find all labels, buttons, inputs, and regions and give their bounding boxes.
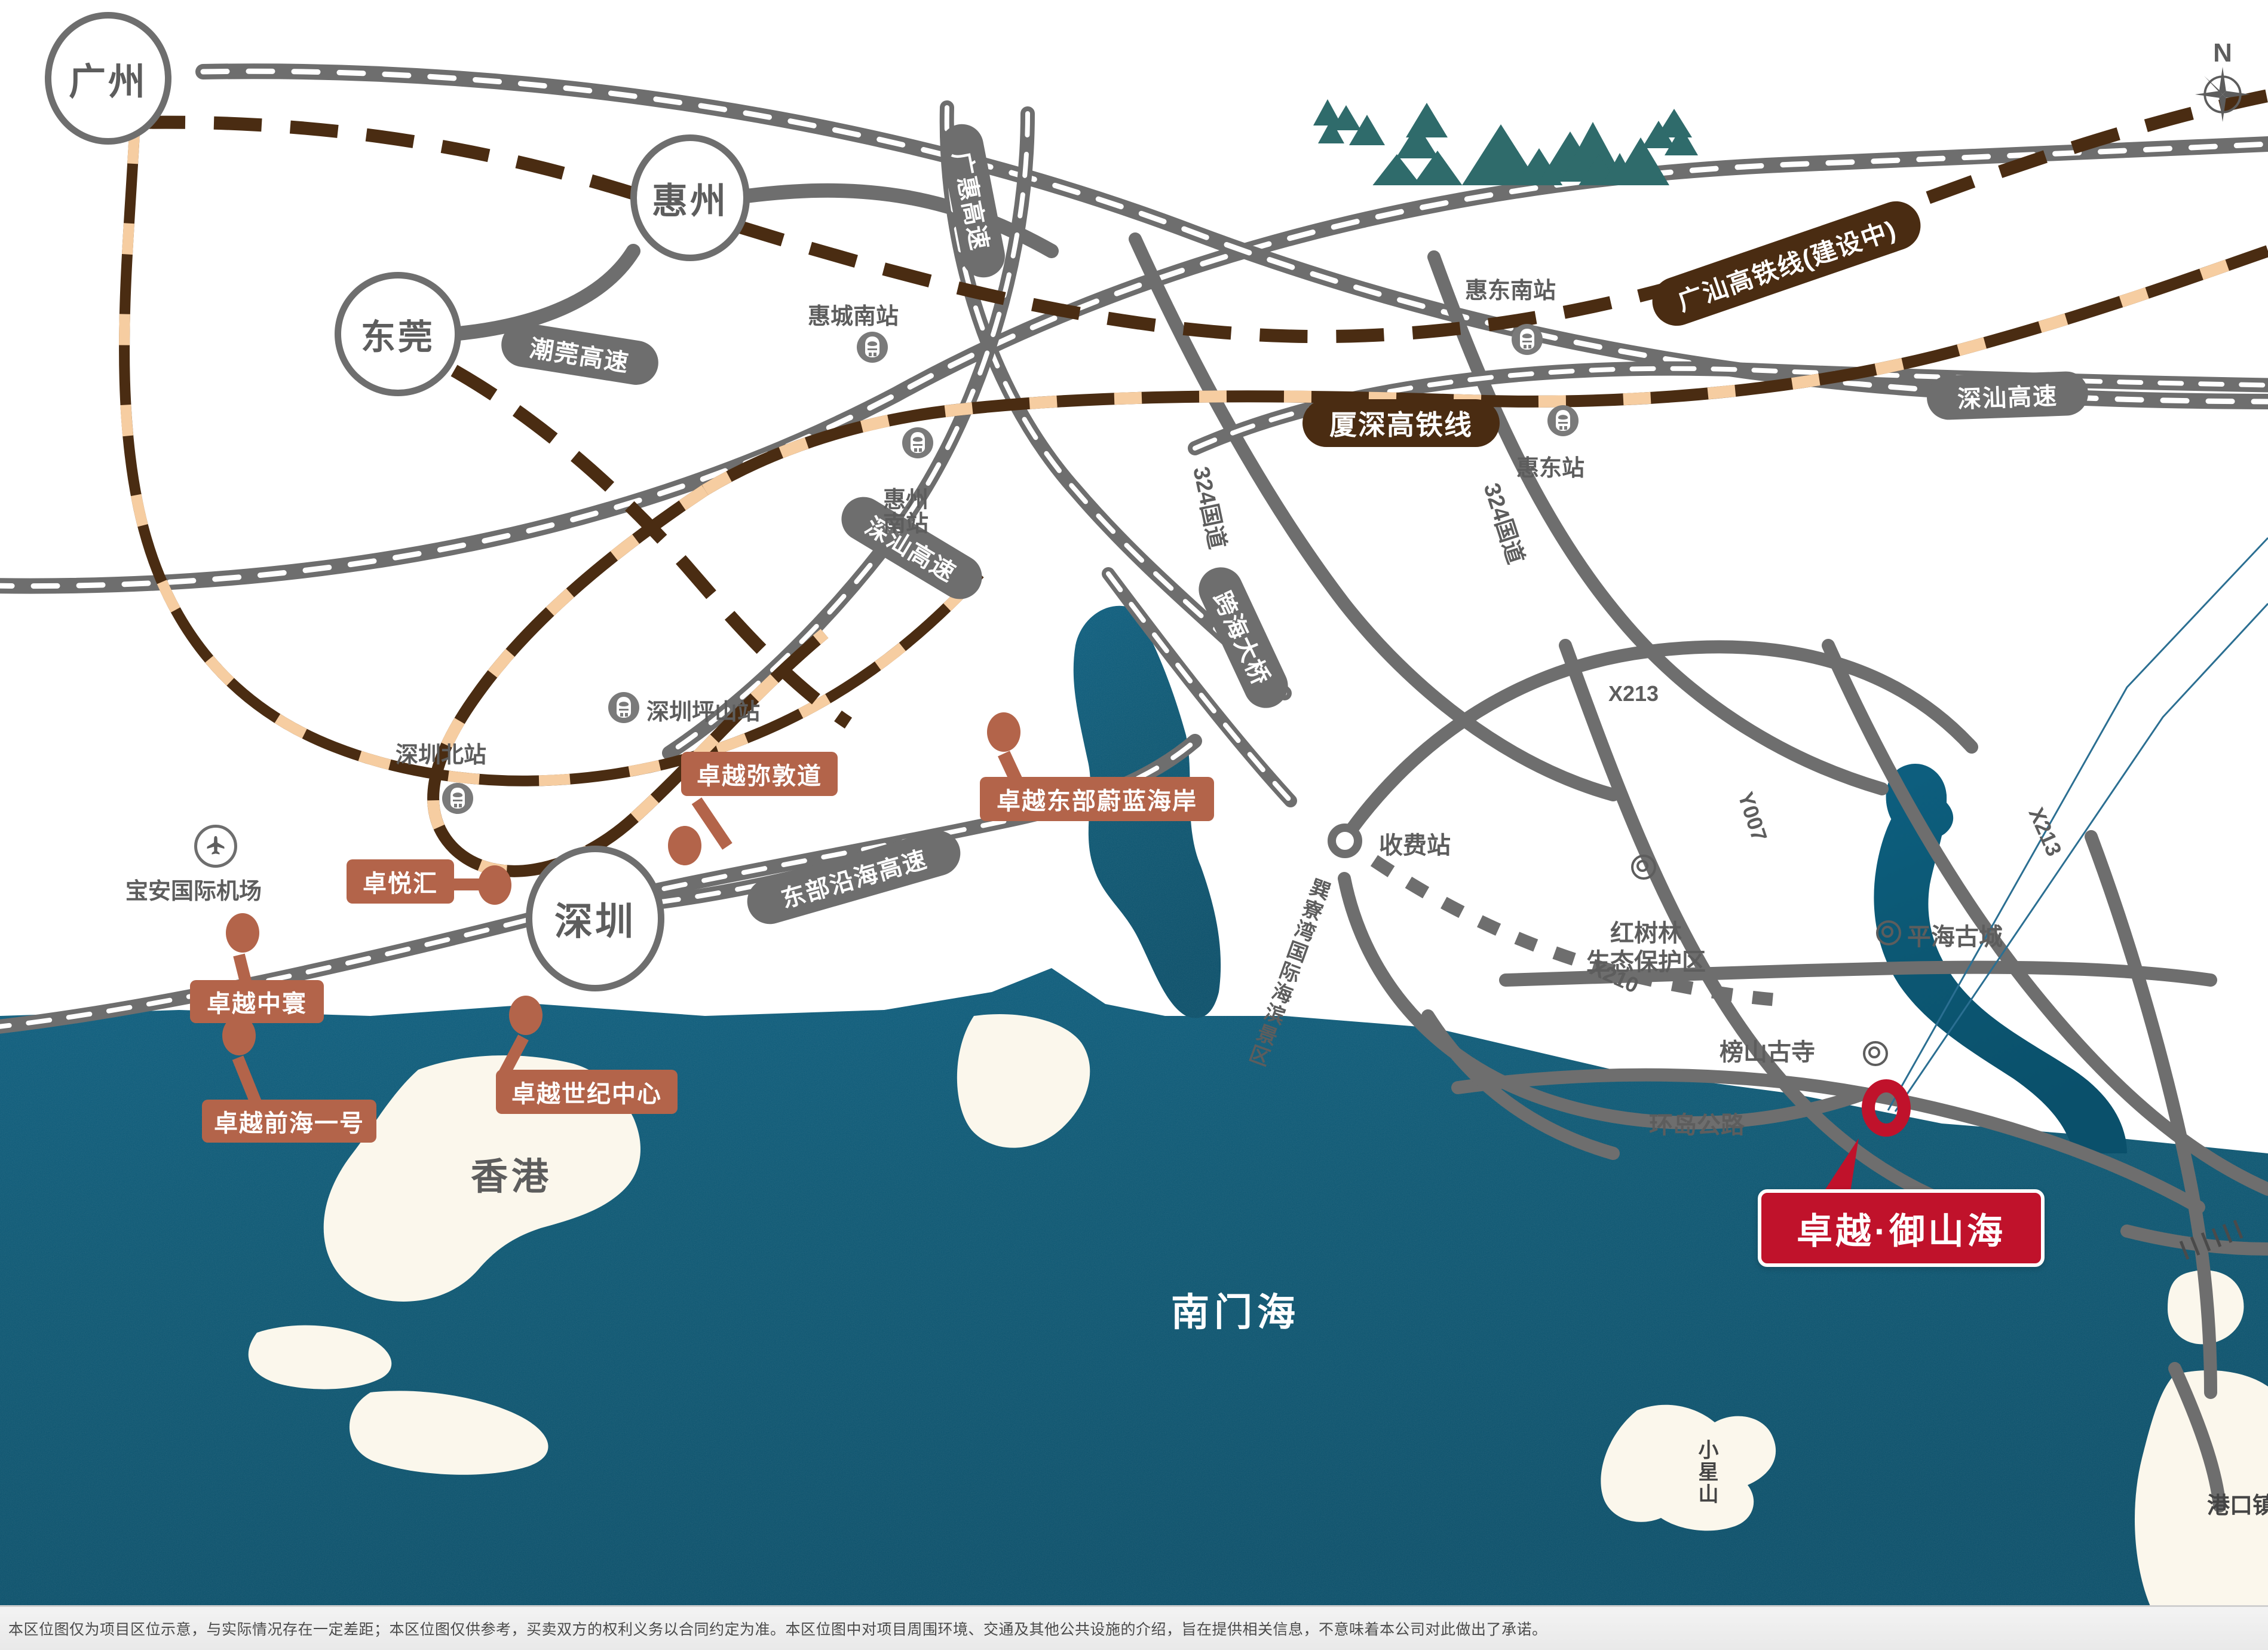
poi-icon-mangrove-reserve[interactable]: [1631, 855, 1656, 880]
station-label-huidong-south: 惠东南站: [1465, 272, 1556, 305]
station-label-shenzhen-north: 深圳北站: [396, 736, 486, 769]
road-label-x213-north: X213: [1608, 681, 1659, 706]
project-marker-dot[interactable]: [478, 865, 511, 905]
toll-station-icon[interactable]: [1328, 824, 1362, 858]
station-label-text: 深圳坪山站: [646, 700, 761, 725]
area-label-xiaoxing-island: 小星山: [1692, 1439, 1721, 1505]
city-bubble-guangzhou[interactable]: 广州: [45, 12, 171, 145]
main-project-tag-yushanhai[interactable]: 卓越·御山海: [1758, 1189, 2045, 1267]
route-plate-xiashen-hsr[interactable]: 厦深高铁线: [1302, 399, 1500, 447]
project-tag-label: 卓越前海一号: [214, 1110, 364, 1137]
area-label-text: 小星山: [1695, 1439, 1718, 1505]
city-bubble-shenzhen[interactable]: 深圳: [526, 846, 664, 991]
area-label-hongkong: 香港: [471, 1146, 552, 1200]
area-label-gangkou-town: 港口镇: [2207, 1487, 2268, 1520]
disclaimer-bar: 本区位图仅为项目区位示意，与实际情况存在一定差距；本区位图仅供参考，买卖双方的权…: [0, 1605, 2268, 1650]
area-label-text: 香港: [471, 1156, 553, 1198]
poi-label-text: 榜山古寺: [1720, 1039, 1815, 1066]
poi-label-pinghai-ancient-city: 平海古城: [1907, 917, 2003, 952]
sea-name-label: 南门海: [1171, 1282, 1300, 1337]
poi-label-text: 平海古城: [1907, 924, 2003, 950]
project-tag-century-center[interactable]: 卓越世纪中心: [496, 1070, 678, 1114]
station-label-huicheng-south: 惠城南站: [808, 298, 899, 330]
airport-icon-baoan[interactable]: [194, 825, 237, 868]
station-label-text: 惠州 南站: [883, 487, 929, 537]
compass-north-label: N: [2213, 38, 2232, 68]
city-label: 深圳: [554, 900, 636, 943]
project-marker-dot[interactable]: [668, 826, 701, 865]
project-marker-dot[interactable]: [226, 913, 259, 953]
project-marker-dot[interactable]: [509, 996, 543, 1035]
train-station-icon-huidong[interactable]: [1547, 405, 1579, 436]
station-label-huidong: 惠东站: [1516, 449, 1584, 482]
area-label-text: 港口镇: [2207, 1493, 2268, 1519]
city-label: 广州: [68, 62, 148, 103]
project-tag-milundao[interactable]: 卓越弥敦道: [681, 752, 838, 796]
mountain-range-icon: [1313, 99, 1698, 185]
airport-label-baoan: 宝安国际机场: [125, 873, 262, 905]
project-tag-east-blue-coast[interactable]: 卓越东部蔚蓝海岸: [980, 777, 1214, 821]
route-plate-shenshan-expressway-east[interactable]: 深汕高速: [1926, 371, 2089, 421]
disclaimer-text: 本区位图仅为项目区位示意，与实际情况存在一定差距；本区位图仅供参考，买卖双方的权…: [8, 1621, 1547, 1638]
city-label: 惠州: [652, 180, 728, 221]
station-label-shenzhen-pingshan: 深圳坪山站: [646, 693, 760, 726]
train-station-icon-shenzhen-north[interactable]: [442, 783, 473, 814]
station-label-text: 惠东站: [1516, 456, 1585, 481]
city-bubble-huizhou[interactable]: 惠州: [630, 134, 750, 261]
train-station-icon-huicheng-south[interactable]: [857, 332, 888, 363]
project-tag-label: 卓越世纪中心: [511, 1081, 662, 1107]
train-station-icon-huidong-south[interactable]: [1512, 324, 1543, 355]
airport-label-text: 宝安国际机场: [125, 879, 262, 904]
main-project-label: 卓越·御山海: [1797, 1211, 2006, 1251]
road-label-text: 环岛公路: [1649, 1112, 1745, 1138]
route-plate-label: 厦深高铁线: [1329, 409, 1473, 440]
sea-name-text: 南门海: [1171, 1291, 1300, 1334]
station-label-text: 惠东南站: [1465, 278, 1556, 304]
city-bubble-dongguan[interactable]: 东莞: [335, 272, 461, 396]
project-tag-zhuoyuehui[interactable]: 卓悦汇: [347, 859, 454, 904]
station-label-text: 深圳北站: [396, 743, 487, 768]
project-tag-qianhai-no1[interactable]: 卓越前海一号: [202, 1100, 376, 1143]
project-tag-zhongxuan[interactable]: 卓越中寰: [190, 980, 324, 1023]
route-plate-label: 深汕高速: [1957, 383, 2058, 413]
station-label-huizhou-south: 惠州 南站: [883, 465, 928, 537]
toll-station-label-text: 收费站: [1379, 832, 1451, 859]
compass-rose-icon: N: [2194, 38, 2251, 123]
road-label-island-ring-road: 环岛公路: [1649, 1106, 1745, 1140]
project-tag-label: 卓悦汇: [363, 871, 438, 897]
project-marker-dot[interactable]: [987, 712, 1020, 752]
main-project-marker-ring[interactable]: [1862, 1079, 1911, 1137]
train-station-icon-shenzhen-pingshan[interactable]: [608, 692, 639, 723]
toll-station-label: 收费站: [1379, 826, 1451, 861]
road-label-text: X213: [1608, 681, 1659, 706]
project-tag-label: 卓越弥敦道: [697, 763, 822, 789]
poi-label-text: 红树林 生态保护区: [1586, 920, 1706, 975]
poi-icon-bangshan-temple[interactable]: [1863, 1041, 1888, 1066]
poi-label-mangrove-reserve: 红树林 生态保护区: [1586, 890, 1706, 976]
train-station-icon-huizhou-south[interactable]: [902, 427, 933, 458]
project-tag-label: 卓越中寰: [207, 991, 307, 1017]
station-label-text: 惠城南站: [808, 304, 899, 329]
poi-label-bangshan-temple: 榜山古寺: [1720, 1033, 1815, 1067]
city-label: 东莞: [360, 318, 435, 357]
project-tag-label: 卓越东部蔚蓝海岸: [997, 788, 1197, 815]
poi-icon-pinghai-ancient-city[interactable]: [1876, 920, 1901, 945]
